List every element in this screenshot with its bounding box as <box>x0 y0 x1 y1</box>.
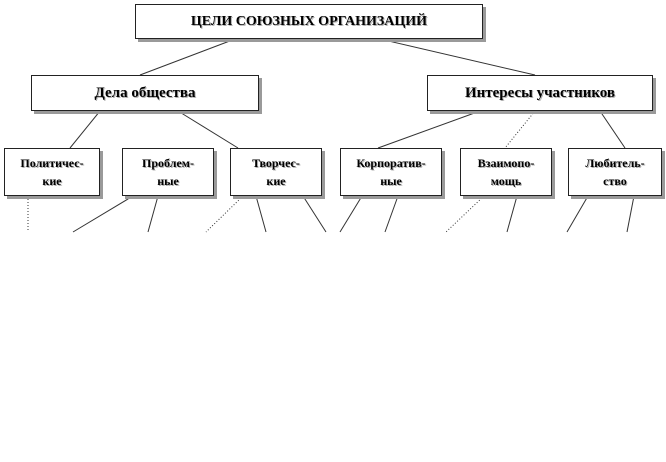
leaf-label: Творчес- кие <box>252 156 300 188</box>
stub-line <box>626 195 635 233</box>
root-node: ЦЕЛИ СОЮЗНЫХ ОРГАНИЗАЦИЙ <box>135 4 483 39</box>
stub-line <box>72 195 134 233</box>
leaf-label: Взаимопо- мощь <box>477 156 535 188</box>
stub-line <box>445 195 485 233</box>
stub-line <box>255 195 267 233</box>
leaf-node-creative: Творчес- кие <box>230 148 322 196</box>
group-node-participants: Интересы участников <box>427 75 653 111</box>
stub-line <box>302 195 327 233</box>
connector-root-right <box>379 38 536 76</box>
leaf-node-mutual-aid: Взаимопо- мощь <box>460 148 552 196</box>
group-label: Интересы участников <box>464 84 616 101</box>
connector-right-hobby <box>599 110 626 149</box>
root-label: ЦЕЛИ СОЮЗНЫХ ОРГАНИЗАЦИЙ <box>190 13 428 29</box>
stub-line <box>147 195 159 233</box>
leaf-node-political: Политичес- кие <box>4 148 100 196</box>
stub-line <box>566 195 589 233</box>
connector-left-politic <box>69 110 101 149</box>
group-label: Дела общества <box>94 84 196 101</box>
connector-left-creative <box>177 110 239 149</box>
stub-line <box>384 195 399 233</box>
stub-line <box>205 195 244 233</box>
connector-root-left <box>139 38 236 76</box>
leaf-label: Корпоратив- ные <box>356 156 426 188</box>
stub-line <box>506 195 518 233</box>
group-node-society: Дела общества <box>31 75 259 111</box>
leaf-node-problem: Проблем- ные <box>122 148 214 196</box>
stub-line <box>339 195 363 233</box>
connector-right-mutual <box>504 110 536 149</box>
leaf-node-corporate: Корпоратив- ные <box>340 148 442 196</box>
connector-right-corp <box>377 110 481 149</box>
leaf-label: Любитель- ство <box>585 156 645 188</box>
leaf-label: Проблем- ные <box>142 156 194 188</box>
leaf-label: Политичес- кие <box>20 156 84 188</box>
leaf-node-amateur: Любитель- ство <box>568 148 662 196</box>
